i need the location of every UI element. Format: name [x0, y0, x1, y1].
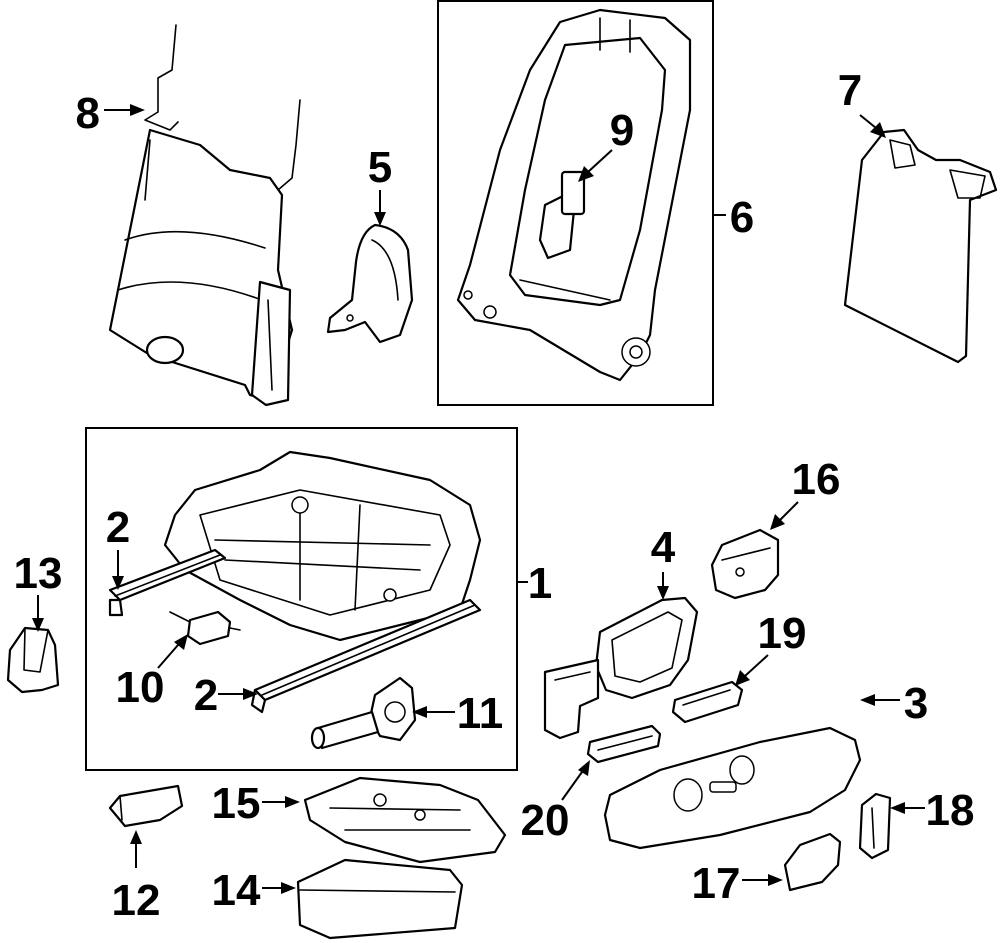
callout-11: 11 [457, 689, 504, 738]
part-3-side-shield [603, 726, 862, 850]
callout-10: 10 [116, 663, 165, 712]
callout-7: 7 [838, 66, 862, 115]
part-10-track-motor [169, 610, 241, 646]
part-13-clip [6, 626, 60, 694]
callout-6: 6 [730, 193, 754, 242]
callout-19: 19 [758, 609, 807, 658]
part-7-back-panel [843, 128, 998, 364]
part-17-knob [783, 832, 842, 892]
part-1-cushion-frame [163, 450, 482, 642]
callout-3: 3 [904, 679, 928, 728]
part-2-seat-track-left [108, 548, 227, 617]
callout-20: 20 [521, 796, 570, 845]
part-20-switch [586, 724, 662, 764]
callout-9: 9 [610, 106, 634, 155]
callout-5: 5 [368, 143, 392, 192]
part-16-module [710, 528, 780, 600]
part-11-height-motor [310, 676, 417, 750]
callout-17: 17 [692, 859, 741, 908]
part-4-switch-bezel [543, 596, 699, 740]
leader-19 [744, 654, 769, 677]
callout-15: 15 [212, 779, 261, 828]
leader-10 [157, 644, 179, 669]
seatback-frame-group-box [437, 0, 714, 406]
part-15-bracket [303, 776, 507, 864]
callout-14: 14 [212, 866, 261, 915]
part-12-cap [108, 784, 184, 828]
part-5-recliner-cover [326, 223, 414, 344]
callout-16: 16 [792, 455, 841, 504]
callout-2-lower: 2 [194, 671, 218, 720]
callout-2-upper: 2 [106, 503, 130, 552]
leader-7 [859, 114, 877, 129]
leader-9 [587, 149, 613, 173]
callout-12: 12 [112, 876, 161, 925]
callout-18: 18 [926, 786, 975, 835]
part-8-seatback-pad [108, 24, 301, 407]
part-6-seatback-frame [456, 8, 692, 382]
part-14-control-module [296, 858, 464, 940]
leader-lines [32, 104, 925, 894]
part-18-knob [858, 792, 892, 860]
part-2-seat-track-right [250, 598, 482, 714]
leader-16 [779, 501, 799, 521]
seat-cushion-frame-group-box [85, 427, 518, 771]
callout-8: 8 [76, 89, 100, 138]
callout-4: 4 [651, 523, 676, 572]
callout-labels: 8 5 9 6 7 2 13 10 2 11 1 4 16 19 3 12 15… [14, 66, 975, 925]
callout-1: 1 [528, 559, 552, 608]
callout-13: 13 [14, 549, 63, 598]
leader-20 [561, 771, 583, 801]
part-19-switch [671, 680, 744, 724]
